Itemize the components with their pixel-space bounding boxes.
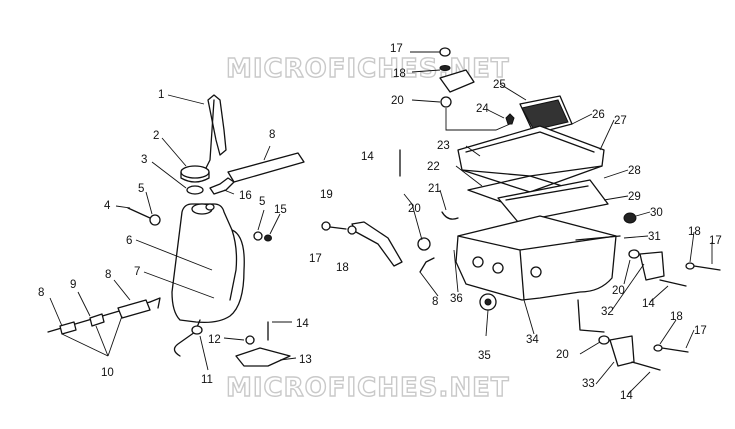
callout-20a: 20 xyxy=(391,95,404,107)
callout-3: 3 xyxy=(141,154,147,166)
callout-26: 26 xyxy=(592,109,605,121)
callout-14b: 14 xyxy=(361,151,374,163)
callout-18a: 18 xyxy=(393,68,406,80)
callout-20c: 20 xyxy=(612,285,625,297)
callout-23: 23 xyxy=(437,140,450,152)
callout-21: 21 xyxy=(428,183,441,195)
callout-17b: 17 xyxy=(309,253,322,265)
callout-8c: 8 xyxy=(38,287,44,299)
callout-14d: 14 xyxy=(620,390,633,402)
callout-22: 22 xyxy=(427,161,440,173)
callouts: 1 2 3 4 5 6 7 8 8 8 8 9 10 11 12 13 14 1… xyxy=(38,43,722,402)
callout-8a: 8 xyxy=(269,129,275,141)
callout-32: 32 xyxy=(601,306,614,318)
callout-5b: 5 xyxy=(259,196,265,208)
oil-tank-assembly xyxy=(47,94,305,367)
callout-5a: 5 xyxy=(138,183,144,195)
callout-35: 35 xyxy=(478,350,491,362)
callout-17d: 17 xyxy=(694,325,707,337)
callout-18d: 18 xyxy=(670,311,683,323)
callout-15: 15 xyxy=(274,204,287,216)
callout-8b: 8 xyxy=(105,269,111,281)
callout-7: 7 xyxy=(134,266,140,278)
callout-4: 4 xyxy=(104,200,111,212)
callout-11: 11 xyxy=(201,374,213,386)
callout-2: 2 xyxy=(153,130,159,142)
callout-19: 19 xyxy=(320,189,333,201)
callout-13: 13 xyxy=(299,354,312,366)
callout-20b: 20 xyxy=(408,203,421,215)
callout-14a: 14 xyxy=(296,318,309,330)
callout-31: 31 xyxy=(648,231,661,243)
callout-25: 25 xyxy=(493,79,506,91)
callout-27: 27 xyxy=(614,115,627,127)
callout-17c: 17 xyxy=(709,235,722,247)
callout-34: 34 xyxy=(526,334,539,346)
callout-10: 10 xyxy=(101,367,114,379)
callout-17a: 17 xyxy=(390,43,403,55)
callout-30: 30 xyxy=(650,207,663,219)
leader-lines xyxy=(49,51,713,395)
callout-18c: 18 xyxy=(688,226,701,238)
callout-12: 12 xyxy=(208,334,221,346)
callout-18b: 18 xyxy=(336,262,349,274)
callout-24: 24 xyxy=(476,103,489,115)
watermark-bottom: MICROFICHES.NET xyxy=(226,373,510,403)
callout-8d: 8 xyxy=(432,296,438,308)
callout-16: 16 xyxy=(239,190,252,202)
callout-33: 33 xyxy=(582,378,595,390)
callout-29: 29 xyxy=(628,191,641,203)
callout-36: 36 xyxy=(450,293,463,305)
airbox-assembly xyxy=(321,47,721,371)
callout-20d: 20 xyxy=(556,349,569,361)
callout-9: 9 xyxy=(70,279,76,291)
callout-1: 1 xyxy=(158,89,164,101)
callout-28: 28 xyxy=(628,165,641,177)
callout-14c: 14 xyxy=(642,298,655,310)
callout-6: 6 xyxy=(126,235,132,247)
watermark-top: MICROFICHES.NET xyxy=(226,54,510,84)
